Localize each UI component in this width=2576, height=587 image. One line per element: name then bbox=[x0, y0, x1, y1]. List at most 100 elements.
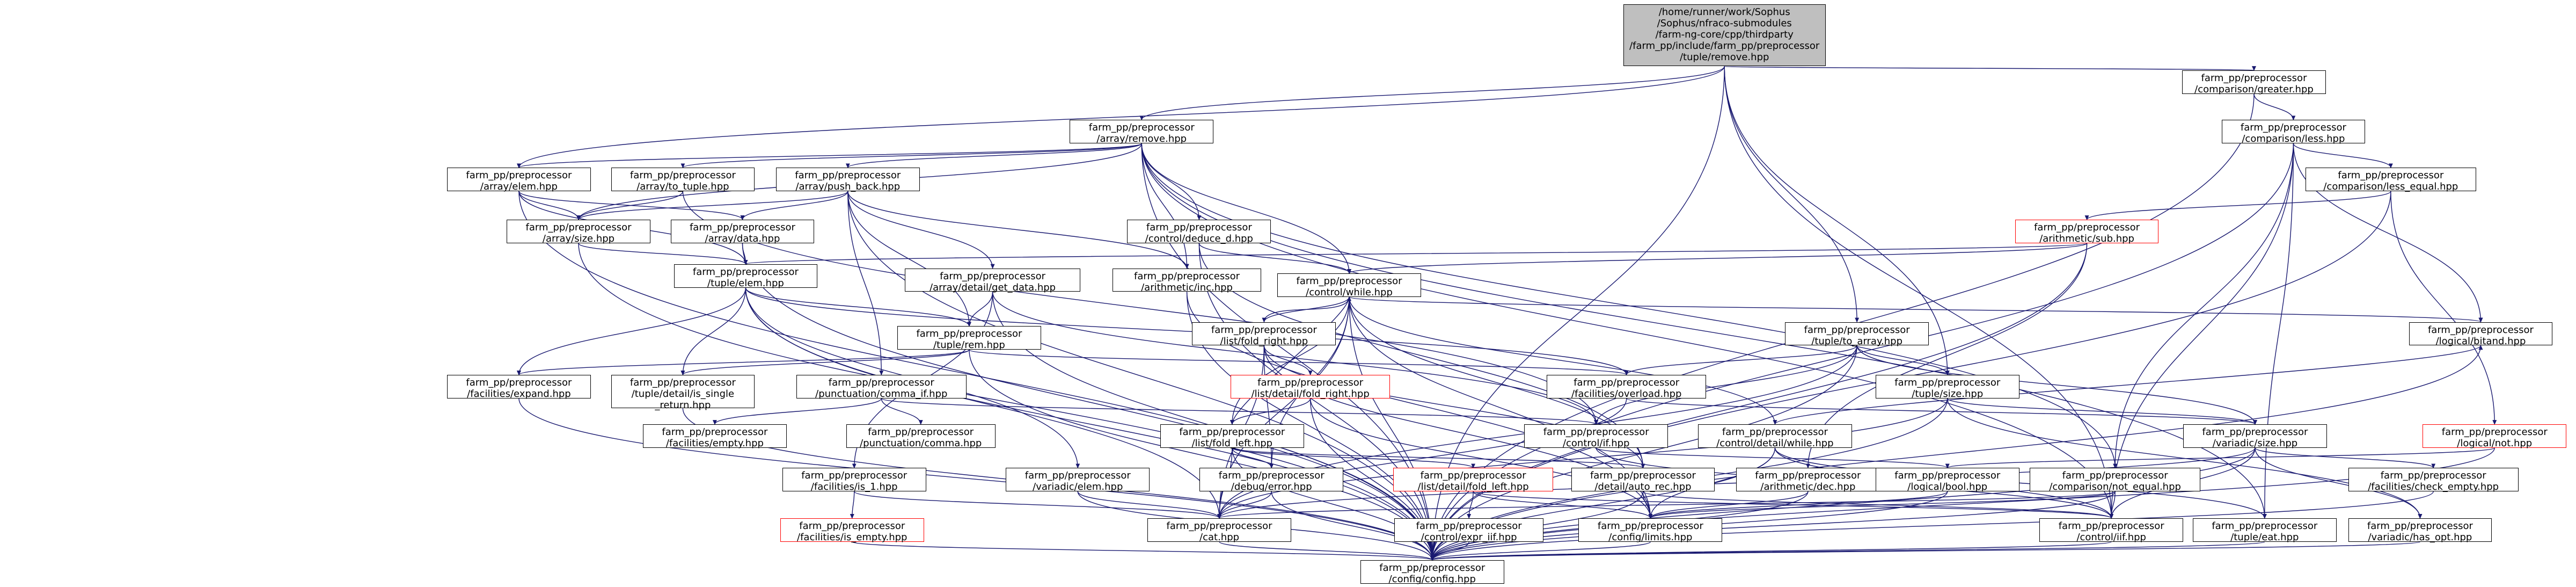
node-label-line: /debug/error.hpp bbox=[1231, 481, 1312, 493]
include-edge bbox=[1198, 243, 1435, 561]
node-fac-check-empty[interactable]: farm_pp/preprocessor/facilities/check_em… bbox=[2348, 468, 2519, 493]
include-edge bbox=[2262, 143, 2294, 519]
node-fac-is-empty[interactable]: farm_pp/preprocessor/facilities/is_empty… bbox=[780, 518, 924, 543]
node-arr-elem[interactable]: farm_pp/preprocessor/array/elem.hpp bbox=[447, 168, 591, 192]
node-label-line: farm_pp/preprocessor bbox=[2034, 222, 2140, 234]
include-edge bbox=[745, 287, 1629, 375]
node-label-line: farm_pp/preprocessor bbox=[801, 470, 908, 482]
include-edge bbox=[1232, 296, 1352, 425]
node-label-line: /farm_pp/include/farm_pp/preprocessor bbox=[1629, 40, 1820, 52]
node-label-line: /comparison/less.hpp bbox=[2242, 133, 2345, 145]
node-label-line: /array/remove.hpp bbox=[1096, 133, 1187, 145]
node-cfg-config[interactable]: farm_pp/preprocessor/config/config.hpp bbox=[1360, 560, 1504, 585]
node-fac-overload[interactable]: farm_pp/preprocessor/facilities/overload… bbox=[1546, 374, 1707, 400]
include-edge bbox=[2255, 447, 2436, 469]
node-arr-remove[interactable]: farm_pp/preprocessor/array/remove.hpp bbox=[1070, 120, 1214, 145]
node-label-line: /tuple/detail/is_single bbox=[631, 388, 735, 400]
node-tup-eat[interactable]: farm_pp/preprocessor/tuple/eat.hpp bbox=[2192, 518, 2337, 543]
node-pun-comma-if[interactable]: farm_pp/preprocessor/punctuation/comma_i… bbox=[796, 374, 967, 400]
node-label-line: /farm-ng-core/cpp/thirdparty bbox=[1655, 28, 1794, 40]
node-ari-dec[interactable]: farm_pp/preprocessor/arithmetic/dec.hpp bbox=[1736, 468, 1880, 492]
node-ctl-iif[interactable]: farm_pp/preprocessor/control/iif.hpp bbox=[2039, 518, 2184, 543]
node-label-line: farm_pp/preprocessor bbox=[1379, 562, 1485, 574]
node-ctl-deduce-d[interactable]: farm_pp/preprocessor/control/deduce_d.hp… bbox=[1127, 220, 1271, 244]
node-label-line: /logical/not.hpp bbox=[2457, 438, 2533, 450]
node-cmp-less-equal[interactable]: farm_pp/preprocessor/comparison/less_equ… bbox=[2306, 168, 2476, 192]
node-label-line: /variadic/elem.hpp bbox=[1033, 481, 1123, 493]
node-ctl-if[interactable]: farm_pp/preprocessor/control/if.hpp bbox=[1524, 424, 1668, 449]
node-label-line: /arithmetic/sub.hpp bbox=[2039, 233, 2134, 245]
node-label-line: farm_pp/preprocessor bbox=[2380, 470, 2486, 482]
node-label-line: /facilities/check_empty.hpp bbox=[2368, 481, 2499, 493]
node-tup-is-single[interactable]: farm_pp/preprocessor/tuple/detail/is_sin… bbox=[611, 374, 755, 411]
include-edge bbox=[1232, 447, 1475, 469]
node-label-line: farm_pp/preprocessor bbox=[1574, 376, 1680, 388]
node-tup-to-array[interactable]: farm_pp/preprocessor/tuple/to_array.hpp bbox=[1785, 322, 1929, 347]
node-dbg-error[interactable]: farm_pp/preprocessor/debug/error.hpp bbox=[1199, 468, 1344, 493]
node-label-line: /punctuation/comma.hpp bbox=[860, 438, 982, 450]
node-var-elem[interactable]: farm_pp/preprocessor/variadic/elem.hpp bbox=[1006, 468, 1150, 493]
node-label-line: farm_pp/preprocessor bbox=[868, 426, 974, 438]
node-label-line: /control/while.hpp bbox=[1306, 287, 1393, 299]
node-tup-elem[interactable]: farm_pp/preprocessor/tuple/elem.hpp bbox=[674, 264, 818, 289]
node-label-line: /control/iif.hpp bbox=[2076, 531, 2146, 543]
node-label-line: /tuple/to_array.hpp bbox=[1811, 335, 1903, 347]
include-edge bbox=[713, 398, 882, 425]
node-label-line: farm_pp/preprocessor bbox=[916, 328, 1022, 340]
include-edge bbox=[854, 491, 1221, 519]
node-label-line: farm_pp/preprocessor bbox=[1420, 470, 1526, 482]
include-edge bbox=[1430, 541, 2112, 561]
node-ari-sub[interactable]: farm_pp/preprocessor/arithmetic/sub.hpp bbox=[2015, 220, 2159, 245]
include-edge bbox=[1648, 491, 1948, 519]
node-arr-to-tuple[interactable]: farm_pp/preprocessor/array/to_tuple.hpp bbox=[611, 168, 755, 192]
include-edge bbox=[1219, 541, 1435, 561]
include-edge bbox=[2255, 447, 2423, 519]
node-log-not[interactable]: farm_pp/preprocessor/logical/not.hpp bbox=[2423, 424, 2567, 450]
node-lst-fold-left-det[interactable]: farm_pp/preprocessor/list/detail/fold_le… bbox=[1393, 468, 1553, 492]
node-ctl-expr-iif[interactable]: farm_pp/preprocessor/control/expr_iif.hp… bbox=[1394, 518, 1544, 543]
include-edge bbox=[517, 143, 1142, 169]
include-edge bbox=[1856, 345, 2257, 425]
node-tup-rem[interactable]: farm_pp/preprocessor/tuple/rem.hpp bbox=[897, 326, 1041, 351]
node-label-line: farm_pp/preprocessor bbox=[692, 266, 799, 278]
node-pun-comma[interactable]: farm_pp/preprocessor/punctuation/comma.h… bbox=[846, 424, 996, 450]
include-edge bbox=[1430, 66, 1725, 561]
node-var-size[interactable]: farm_pp/preprocessor/variadic/size.hpp bbox=[2183, 424, 2327, 449]
node-lst-fold-right-det[interactable]: farm_pp/preprocessor/list/detail/fold_ri… bbox=[1230, 374, 1391, 400]
node-cmp-greater[interactable]: farm_pp/preprocessor/comparison/greater.… bbox=[2182, 70, 2326, 95]
node-fac-empty[interactable]: farm_pp/preprocessor/facilities/empty.hp… bbox=[643, 424, 787, 449]
node-cmp-less[interactable]: farm_pp/preprocessor/comparison/less.hpp bbox=[2221, 120, 2366, 145]
include-edge bbox=[1430, 491, 2434, 561]
node-fac-is-1[interactable]: farm_pp/preprocessor/facilities/is_1.hpp bbox=[782, 468, 926, 492]
node-ctl-det-while[interactable]: farm_pp/preprocessor/control/detail/whil… bbox=[1697, 424, 1853, 449]
node-label-line: farm_pp/preprocessor bbox=[2062, 470, 2168, 482]
node-cfg-limits[interactable]: farm_pp/preprocessor/config/limits.hpp bbox=[1578, 518, 1723, 543]
node-fac-expand[interactable]: farm_pp/preprocessor/facilities/expand.h… bbox=[447, 374, 591, 400]
node-label-line: farm_pp/preprocessor bbox=[1146, 222, 1252, 234]
node-arr-data[interactable]: farm_pp/preprocessor/array/data.hpp bbox=[670, 220, 815, 244]
node-cat[interactable]: farm_pp/preprocessor/cat.hpp bbox=[1147, 518, 1291, 543]
node-cmp-not-equal[interactable]: farm_pp/preprocessor/comparison/not_equa… bbox=[2030, 468, 2200, 492]
node-lst-fold-left[interactable]: farm_pp/preprocessor/list/fold_left.hpp bbox=[1160, 424, 1304, 449]
node-label-line: /tuple/rem.hpp bbox=[933, 339, 1005, 351]
node-lst-fold-right[interactable]: farm_pp/preprocessor/list/fold_right.hpp bbox=[1192, 322, 1336, 347]
include-edge bbox=[1217, 491, 2116, 519]
node-ctl-while[interactable]: farm_pp/preprocessor/control/while.hpp bbox=[1277, 273, 1421, 299]
node-var-has-opt[interactable]: farm_pp/preprocessor/variadic/has_opt.hp… bbox=[2348, 518, 2492, 543]
include-edge bbox=[1347, 243, 2088, 274]
node-arr-size[interactable]: farm_pp/preprocessor/array/size.hpp bbox=[507, 220, 650, 244]
root-file-node: /home/runner/work/Sophus/Sophus/nfraco-s… bbox=[1623, 4, 1826, 67]
include-edge bbox=[742, 243, 1435, 561]
node-label-line: /tuple/size.hpp bbox=[1912, 388, 1984, 400]
node-log-bool[interactable]: farm_pp/preprocessor/logical/bool.hpp bbox=[1875, 468, 2019, 492]
node-log-bitand[interactable]: farm_pp/preprocessor/logical/bitand.hpp bbox=[2409, 322, 2553, 347]
node-arr-push-back[interactable]: farm_pp/preprocessor/array/push_back.hpp bbox=[775, 168, 920, 192]
node-det-auto-rec[interactable]: farm_pp/preprocessor/detail/auto_rec.hpp bbox=[1571, 468, 1715, 492]
node-tup-size[interactable]: farm_pp/preprocessor/tuple/size.hpp bbox=[1875, 374, 2019, 400]
node-arr-get-data[interactable]: farm_pp/preprocessor/array/detail/get_da… bbox=[904, 268, 1081, 293]
include-edge bbox=[1430, 345, 2482, 561]
include-edge bbox=[517, 66, 1725, 169]
include-edge bbox=[1724, 66, 1860, 323]
include-edge bbox=[1596, 447, 1950, 469]
node-ari-inc[interactable]: farm_pp/preprocessor/arithmetic/inc.hpp bbox=[1112, 268, 1262, 293]
